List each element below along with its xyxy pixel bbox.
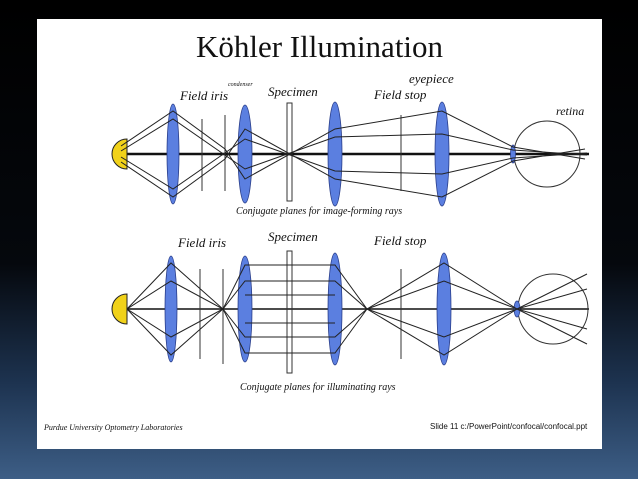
objective-lens <box>327 252 343 366</box>
label-condenser: condenser <box>228 82 253 88</box>
caption-image-forming: Conjugate planes for image-forming rays <box>236 206 403 217</box>
image-forming-diagram <box>111 101 589 207</box>
collector-lens <box>166 103 180 205</box>
footer-credit: Purdue University Optometry Laboratories <box>44 423 183 432</box>
slide-title: Köhler Illumination <box>195 29 444 64</box>
footer-slide-info: Slide 11 c:/PowerPoint/confocal/confocal… <box>430 422 588 431</box>
eyepiece-lens <box>434 101 450 207</box>
condenser-lens <box>237 104 253 204</box>
lamp-icon <box>111 293 128 325</box>
label-specimen: Specimen <box>268 84 318 99</box>
specimen-slide <box>286 102 293 202</box>
optics-diagram <box>111 101 589 374</box>
label-field-iris: Field iris <box>178 235 227 250</box>
caption-illuminating: Conjugate planes for illuminating rays <box>240 382 396 393</box>
label-eyepiece: eyepiece <box>409 71 454 86</box>
illuminating-rays <box>126 262 588 356</box>
label-retina: retina <box>556 104 585 118</box>
condenser-lens <box>237 255 253 363</box>
label-field-stop: Field stop <box>374 87 427 102</box>
slide: Köhler Illumination <box>37 19 602 449</box>
lamp-icon <box>111 138 128 170</box>
label-specimen: Specimen <box>268 229 318 244</box>
eyepiece-lens <box>436 252 452 366</box>
objective-lens <box>327 101 343 207</box>
collector-lens <box>164 255 178 363</box>
image-forming-rays <box>120 110 588 198</box>
label-field-iris: Field iris <box>180 88 229 103</box>
label-field-stop: Field stop <box>374 233 427 248</box>
specimen-slide <box>286 250 293 374</box>
illuminating-diagram <box>111 250 589 374</box>
